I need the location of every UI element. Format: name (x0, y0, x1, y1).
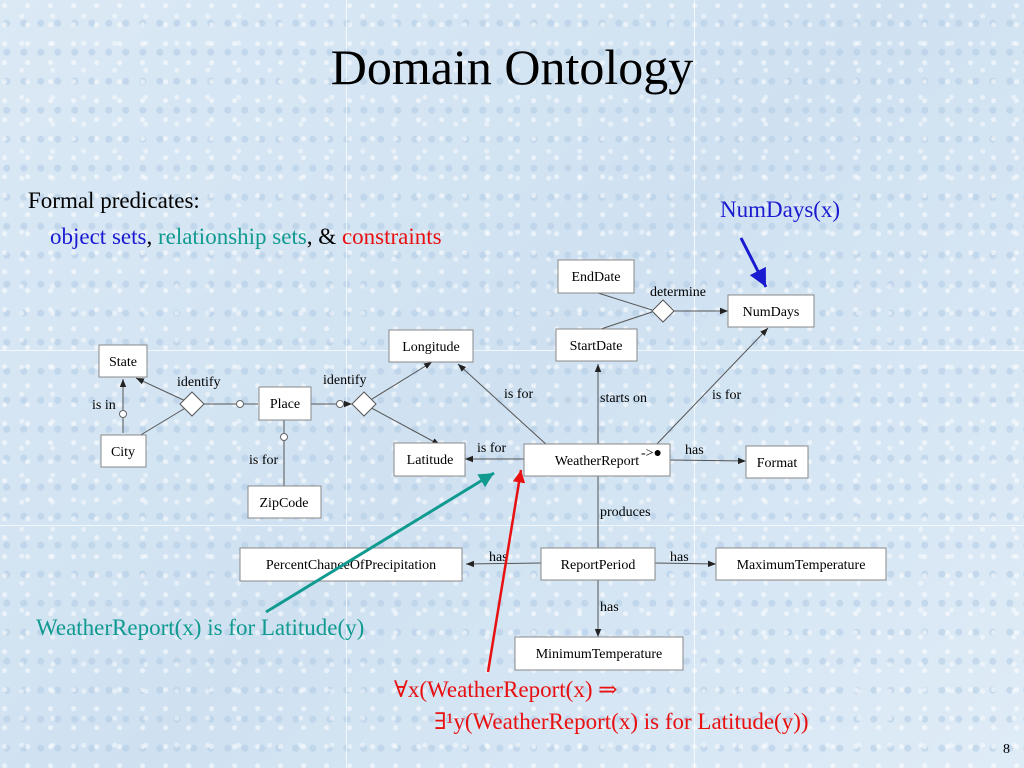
weather-latitude-callout-arrow (265, 471, 495, 614)
weather-latitude-callout: WeatherReport(x) is for Latitude(y) (36, 615, 365, 640)
box-mintemp (514, 636, 684, 671)
numdays-callout-arrow (739, 237, 768, 288)
node-format: Format (757, 456, 798, 471)
label-has-format: has (685, 443, 704, 458)
box-state (98, 344, 148, 378)
box-longitude (388, 329, 474, 363)
forall-callout-arrow (486, 469, 526, 673)
box-zipcode (247, 485, 322, 519)
intro-line-1: Formal predicates: (28, 188, 200, 213)
label-produces: produces (600, 505, 651, 520)
edge-identify-city (138, 403, 193, 437)
box-maxtemp (715, 547, 887, 581)
background-seam (346, 0, 347, 768)
box-startdate (555, 328, 638, 362)
box-city (100, 434, 147, 468)
label-is-for-zip: is for (249, 453, 279, 468)
box-weatherreport (523, 443, 671, 477)
box-place (258, 386, 312, 421)
node-longitude: Longitude (402, 340, 460, 355)
label-is-in: is in (92, 398, 116, 413)
page-number: 8 (1003, 742, 1010, 757)
edge-identify2-latitude (363, 403, 441, 446)
node-zipcode: ZipCode (260, 496, 309, 511)
node-percentchance: PercentChanceOfPrecipitation (266, 558, 436, 573)
relationship-labels: is in identify identify is for is for is… (92, 285, 742, 615)
edge-startdate-determine (597, 311, 653, 331)
label-is-for-longitude: is for (504, 387, 534, 402)
box-percentchance (239, 547, 463, 582)
slide-title: Domain Ontology (330, 39, 694, 95)
intro-line-2: object sets, relationship sets, & constr… (50, 224, 442, 250)
node-startdate: StartDate (570, 339, 623, 354)
node-enddate: EndDate (572, 270, 621, 285)
label-arrow-dot: ->● (641, 446, 662, 461)
node-reportperiod: ReportPeriod (561, 558, 636, 573)
label-is-for-numdays: is for (712, 388, 742, 403)
edge-weather-longitude (457, 363, 549, 447)
node-mintemp: MinimumTemperature (536, 647, 663, 662)
object-set-boxes (98, 259, 887, 671)
node-maxtemp: MaximumTemperature (737, 558, 866, 573)
background-seam (694, 0, 695, 768)
label-has-max: has (670, 550, 689, 565)
node-state: State (109, 355, 137, 370)
edge-identify2-longitude (363, 361, 433, 405)
determine-diamond (651, 299, 675, 323)
edge-period-max (654, 560, 717, 568)
separator-text: , & (306, 224, 337, 249)
box-latitude (393, 442, 466, 477)
label-has-percent: has (489, 550, 508, 565)
label-identify-2: identify (323, 373, 367, 388)
optional-markers (119, 400, 344, 441)
box-format (745, 445, 809, 479)
optional-circle (119, 410, 127, 418)
diamonds (179, 299, 675, 417)
identify-diamond-2 (351, 391, 377, 417)
relationship-sets-text: relationship sets (157, 224, 307, 249)
node-place: Place (270, 397, 300, 412)
separator-text: , (146, 224, 153, 249)
node-city: City (111, 445, 135, 460)
label-is-for-latitude: is for (477, 441, 507, 456)
label-has-min: has (600, 600, 619, 615)
object-set-labels: State City Place ZipCode Longitude Latit… (109, 270, 865, 662)
edge-identify-state (135, 377, 193, 405)
label-identify-1: identify (177, 375, 221, 390)
optional-circle (336, 400, 344, 408)
node-latitude: Latitude (407, 453, 454, 468)
identify-diamond-1 (179, 391, 205, 417)
edge-weather-format (669, 457, 747, 465)
box-reportperiod (540, 547, 656, 581)
edge-weather-numdays (654, 327, 769, 447)
box-numdays (727, 294, 815, 328)
node-numdays: NumDays (743, 305, 800, 320)
forall-callout-line-1: ∀x(WeatherReport(x) ⇒ (394, 677, 618, 702)
node-weatherreport: WeatherReport (555, 454, 640, 469)
edge-enddate-determine (597, 292, 653, 311)
forall-callout-line-2: ∃¹y(WeatherReport(x) is for Latitude(y)) (434, 709, 809, 734)
connectors (119, 292, 769, 637)
label-starts-on: starts on (600, 391, 647, 406)
object-sets-text: object sets (50, 224, 147, 249)
background-seam (0, 350, 1024, 351)
box-enddate (557, 259, 635, 294)
optional-circle (236, 400, 244, 408)
numdays-callout: NumDays(x) (720, 197, 841, 222)
constraints-text: constraints (341, 224, 442, 249)
label-determine: determine (650, 285, 706, 300)
edge-period-percent (465, 560, 542, 568)
optional-circle (280, 433, 288, 441)
